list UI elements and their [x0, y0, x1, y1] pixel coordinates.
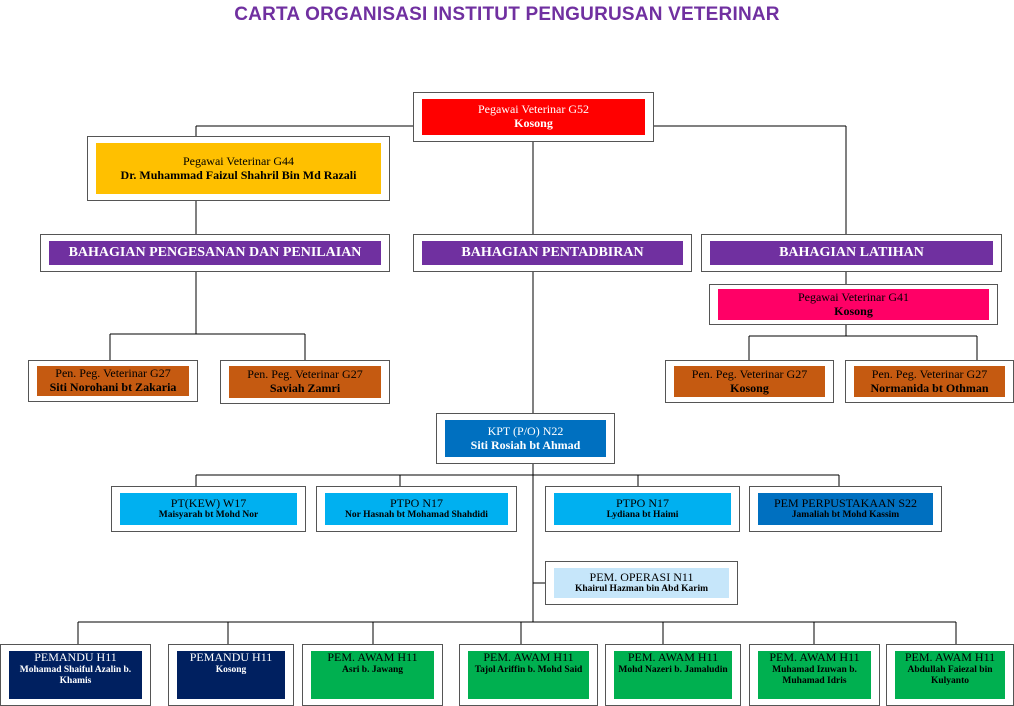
node-name: Abdullah Faiezal bin Kulyanto [907, 664, 993, 686]
node-fill: PEM PERPUSTAKAAN S22 Jamaliah bt Mohd Ka… [758, 493, 933, 525]
node-ptpo-lydiana: PTPO N17 Lydiana bt Haimi [545, 486, 740, 532]
node-fill: PEM. AWAM H11 Tajol Ariffin b. Mohd Said [468, 651, 589, 699]
node-title: PEM. AWAM H11 [327, 651, 418, 664]
node-name: Kosong [514, 116, 553, 130]
node-kpt: KPT (P/O) N22 Siti Rosiah bt Ahmad [436, 413, 615, 464]
node-fill: PEM. AWAM H11 Asri b. Jawang [311, 651, 434, 699]
section-pentadbiran: BAHAGIAN PENTADBIRAN [413, 234, 692, 272]
node-pt-kew: PT(KEW) W17 Maisyarah bt Mohd Nor [111, 486, 306, 532]
node-name: Khairul Hazman bin Abd Karim [574, 584, 709, 595]
section-latihan-fill: BAHAGIAN LATIHAN [710, 241, 993, 265]
node-title: Pegawai Veterinar G41 [797, 289, 910, 304]
node-awam-asri: PEM. AWAM H11 Asri b. Jawang [302, 644, 443, 706]
node-awam-tajol: PEM. AWAM H11 Tajol Ariffin b. Mohd Said [459, 644, 598, 706]
node-title: PEM. AWAM H11 [769, 651, 860, 664]
node-title: PTPO N17 [615, 495, 669, 510]
node-title: Pegawai Veterinar G52 [477, 102, 590, 117]
node-pegawai-g52: Pegawai Veterinar G52 Kosong [413, 92, 654, 142]
node-pemandu-kosong: PEMANDU H11 Kosong [168, 644, 294, 706]
node-g27-fill: Pen. Peg. Veterinar G27 Normanida bt Oth… [854, 366, 1005, 397]
section-pentadbiran-fill: BAHAGIAN PENTADBIRAN [422, 241, 683, 265]
node-pegawai-g41: Pegawai Veterinar G41 Kosong [709, 284, 998, 325]
node-name: Saviah Zamri [269, 381, 341, 395]
node-g27-saviah: Pen. Peg. Veterinar G27 Saviah Zamri [220, 360, 390, 404]
node-ptpo-hasnah: PTPO N17 Nor Hasnah bt Mohamad Shahdidi [316, 486, 517, 532]
section-label: BAHAGIAN LATIHAN [779, 244, 924, 260]
node-name: Mohd Nazeri b. Jamaludin [618, 664, 728, 675]
node-pem-perpustakaan: PEM PERPUSTAKAAN S22 Jamaliah bt Mohd Ka… [749, 486, 942, 532]
node-g27-zakaria: Pen. Peg. Veterinar G27 Siti Norohani bt… [28, 360, 198, 402]
node-title: PTPO N17 [389, 495, 443, 510]
node-title: Pen. Peg. Veterinar G27 [691, 366, 808, 381]
node-awam-abdullah: PEM. AWAM H11 Abdullah Faiezal bin Kulya… [886, 644, 1014, 706]
node-fill: PT(KEW) W17 Maisyarah bt Mohd Nor [120, 493, 297, 525]
node-name: Kosong [730, 380, 769, 395]
node-name: Asri b. Jawang [342, 664, 403, 675]
node-pegawai-g52-fill: Pegawai Veterinar G52 Kosong [422, 99, 645, 135]
node-pemandu-shaiful: PEMANDU H11 Mohamad Shaiful Azalin b. Kh… [0, 644, 151, 706]
node-title: PEMANDU H11 [34, 651, 117, 664]
node-title: Pen. Peg. Veterinar G27 [55, 366, 171, 381]
node-name: Maisyarah bt Mohd Nor [158, 510, 259, 521]
node-title: PEM. AWAM H11 [627, 651, 719, 664]
node-g27-kosong: Pen. Peg. Veterinar G27 Kosong [665, 360, 834, 403]
node-name: Dr. Muhammad Faizul Shahril Bin Md Razal… [120, 167, 357, 182]
node-name: Nor Hasnah bt Mohamad Shahdidi [345, 510, 488, 521]
node-title: PEM. AWAM H11 [904, 651, 996, 664]
section-pengesanan: BAHAGIAN PENGESANAN DAN PENILAIAN [40, 234, 390, 272]
section-latihan: BAHAGIAN LATIHAN [701, 234, 1002, 272]
node-fill: PEMANDU H11 Kosong [177, 651, 285, 699]
node-g27-fill: Pen. Peg. Veterinar G27 Siti Norohani bt… [37, 366, 189, 396]
node-g27-fill: Pen. Peg. Veterinar G27 Saviah Zamri [229, 366, 381, 398]
node-title: Pen. Peg. Veterinar G27 [871, 366, 988, 381]
node-g27-fill: Pen. Peg. Veterinar G27 Kosong [674, 366, 825, 397]
node-fill: PTPO N17 Lydiana bt Haimi [554, 493, 731, 525]
node-awam-nazeri: PEM. AWAM H11 Mohd Nazeri b. Jamaludin [605, 644, 741, 706]
node-name: Normanida bt Othman [870, 380, 989, 395]
node-kpt-fill: KPT (P/O) N22 Siti Rosiah bt Ahmad [445, 420, 606, 457]
node-title: KPT (P/O) N22 [487, 423, 564, 438]
node-pem-operasi: PEM. OPERASI N11 Khairul Hazman bin Abd … [545, 561, 738, 605]
node-fill: PEM. AWAM H11 Abdullah Faiezal bin Kulya… [895, 651, 1005, 699]
node-title: PEM. OPERASI N11 [589, 569, 694, 584]
section-label: BAHAGIAN PENGESANAN DAN PENILAIAN [68, 244, 362, 260]
node-fill: PEM. AWAM H11 Mohd Nazeri b. Jamaludin [614, 651, 732, 699]
node-awam-izuwan: PEM. AWAM H11 Muhamad Izuwan b. Muhamad … [749, 644, 880, 706]
node-title: Pegawai Veterinar G44 [182, 153, 295, 168]
node-name: Tajol Ariffin b. Mohd Said [474, 664, 583, 675]
chart-title: CARTA ORGANISASI INSTITUT PENGURUSAN VET… [234, 4, 780, 25]
node-fill: PEM. AWAM H11 Muhamad Izuwan b. Muhamad … [758, 651, 871, 699]
node-title: Pen. Peg. Veterinar G27 [247, 367, 363, 382]
node-g27-normanida: Pen. Peg. Veterinar G27 Normanida bt Oth… [845, 360, 1014, 403]
node-pegawai-g44: Pegawai Veterinar G44 Dr. Muhammad Faizu… [87, 136, 390, 201]
node-fill: PEMANDU H11 Mohamad Shaiful Azalin b. Kh… [9, 651, 142, 699]
node-title: PEMANDU H11 [189, 651, 273, 664]
node-name: Lydiana bt Haimi [606, 510, 679, 521]
node-name: Siti Rosiah bt Ahmad [470, 437, 581, 452]
node-name: Mohamad Shaiful Azalin b. Khamis [19, 664, 132, 686]
node-title: PT(KEW) W17 [170, 495, 247, 510]
node-title: PEM PERPUSTAKAAN S22 [773, 495, 918, 510]
node-pegawai-g41-fill: Pegawai Veterinar G41 Kosong [718, 289, 989, 320]
section-pengesanan-fill: BAHAGIAN PENGESANAN DAN PENILAIAN [49, 241, 381, 265]
node-title: PEM. AWAM H11 [483, 651, 574, 664]
node-name: Kosong [215, 664, 247, 675]
node-name: Kosong [834, 303, 873, 318]
node-name: Muhamad Izuwan b. Muhamad Idris [772, 664, 857, 686]
node-name: Jamaliah bt Mohd Kassim [791, 510, 900, 521]
node-fill: PTPO N17 Nor Hasnah bt Mohamad Shahdidi [325, 493, 508, 525]
node-name: Siti Norohani bt Zakaria [49, 380, 177, 394]
node-fill: PEM. OPERASI N11 Khairul Hazman bin Abd … [554, 568, 729, 598]
section-label: BAHAGIAN PENTADBIRAN [461, 244, 644, 260]
node-pegawai-g44-fill: Pegawai Veterinar G44 Dr. Muhammad Faizu… [96, 143, 381, 194]
